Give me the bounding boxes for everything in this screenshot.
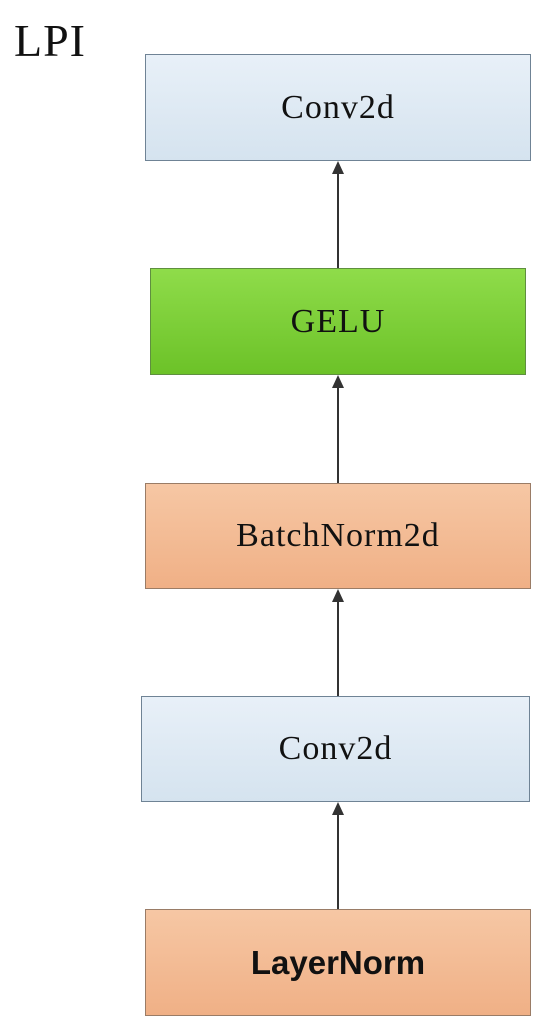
block-conv2d-top: Conv2d xyxy=(145,54,531,161)
arrow-batchnorm-to-gelu xyxy=(332,375,344,483)
block-batchnorm2d: BatchNorm2d xyxy=(145,483,531,589)
arrow-layernorm-to-conv2d xyxy=(332,802,344,909)
block-gelu: GELU xyxy=(150,268,526,375)
arrow-gelu-to-conv2d xyxy=(332,161,344,268)
diagram-title: LPI xyxy=(14,15,86,66)
arrow-conv2d-to-batchnorm xyxy=(332,589,344,696)
block-conv2d-bottom: Conv2d xyxy=(141,696,530,802)
block-layernorm: LayerNorm xyxy=(145,909,531,1016)
